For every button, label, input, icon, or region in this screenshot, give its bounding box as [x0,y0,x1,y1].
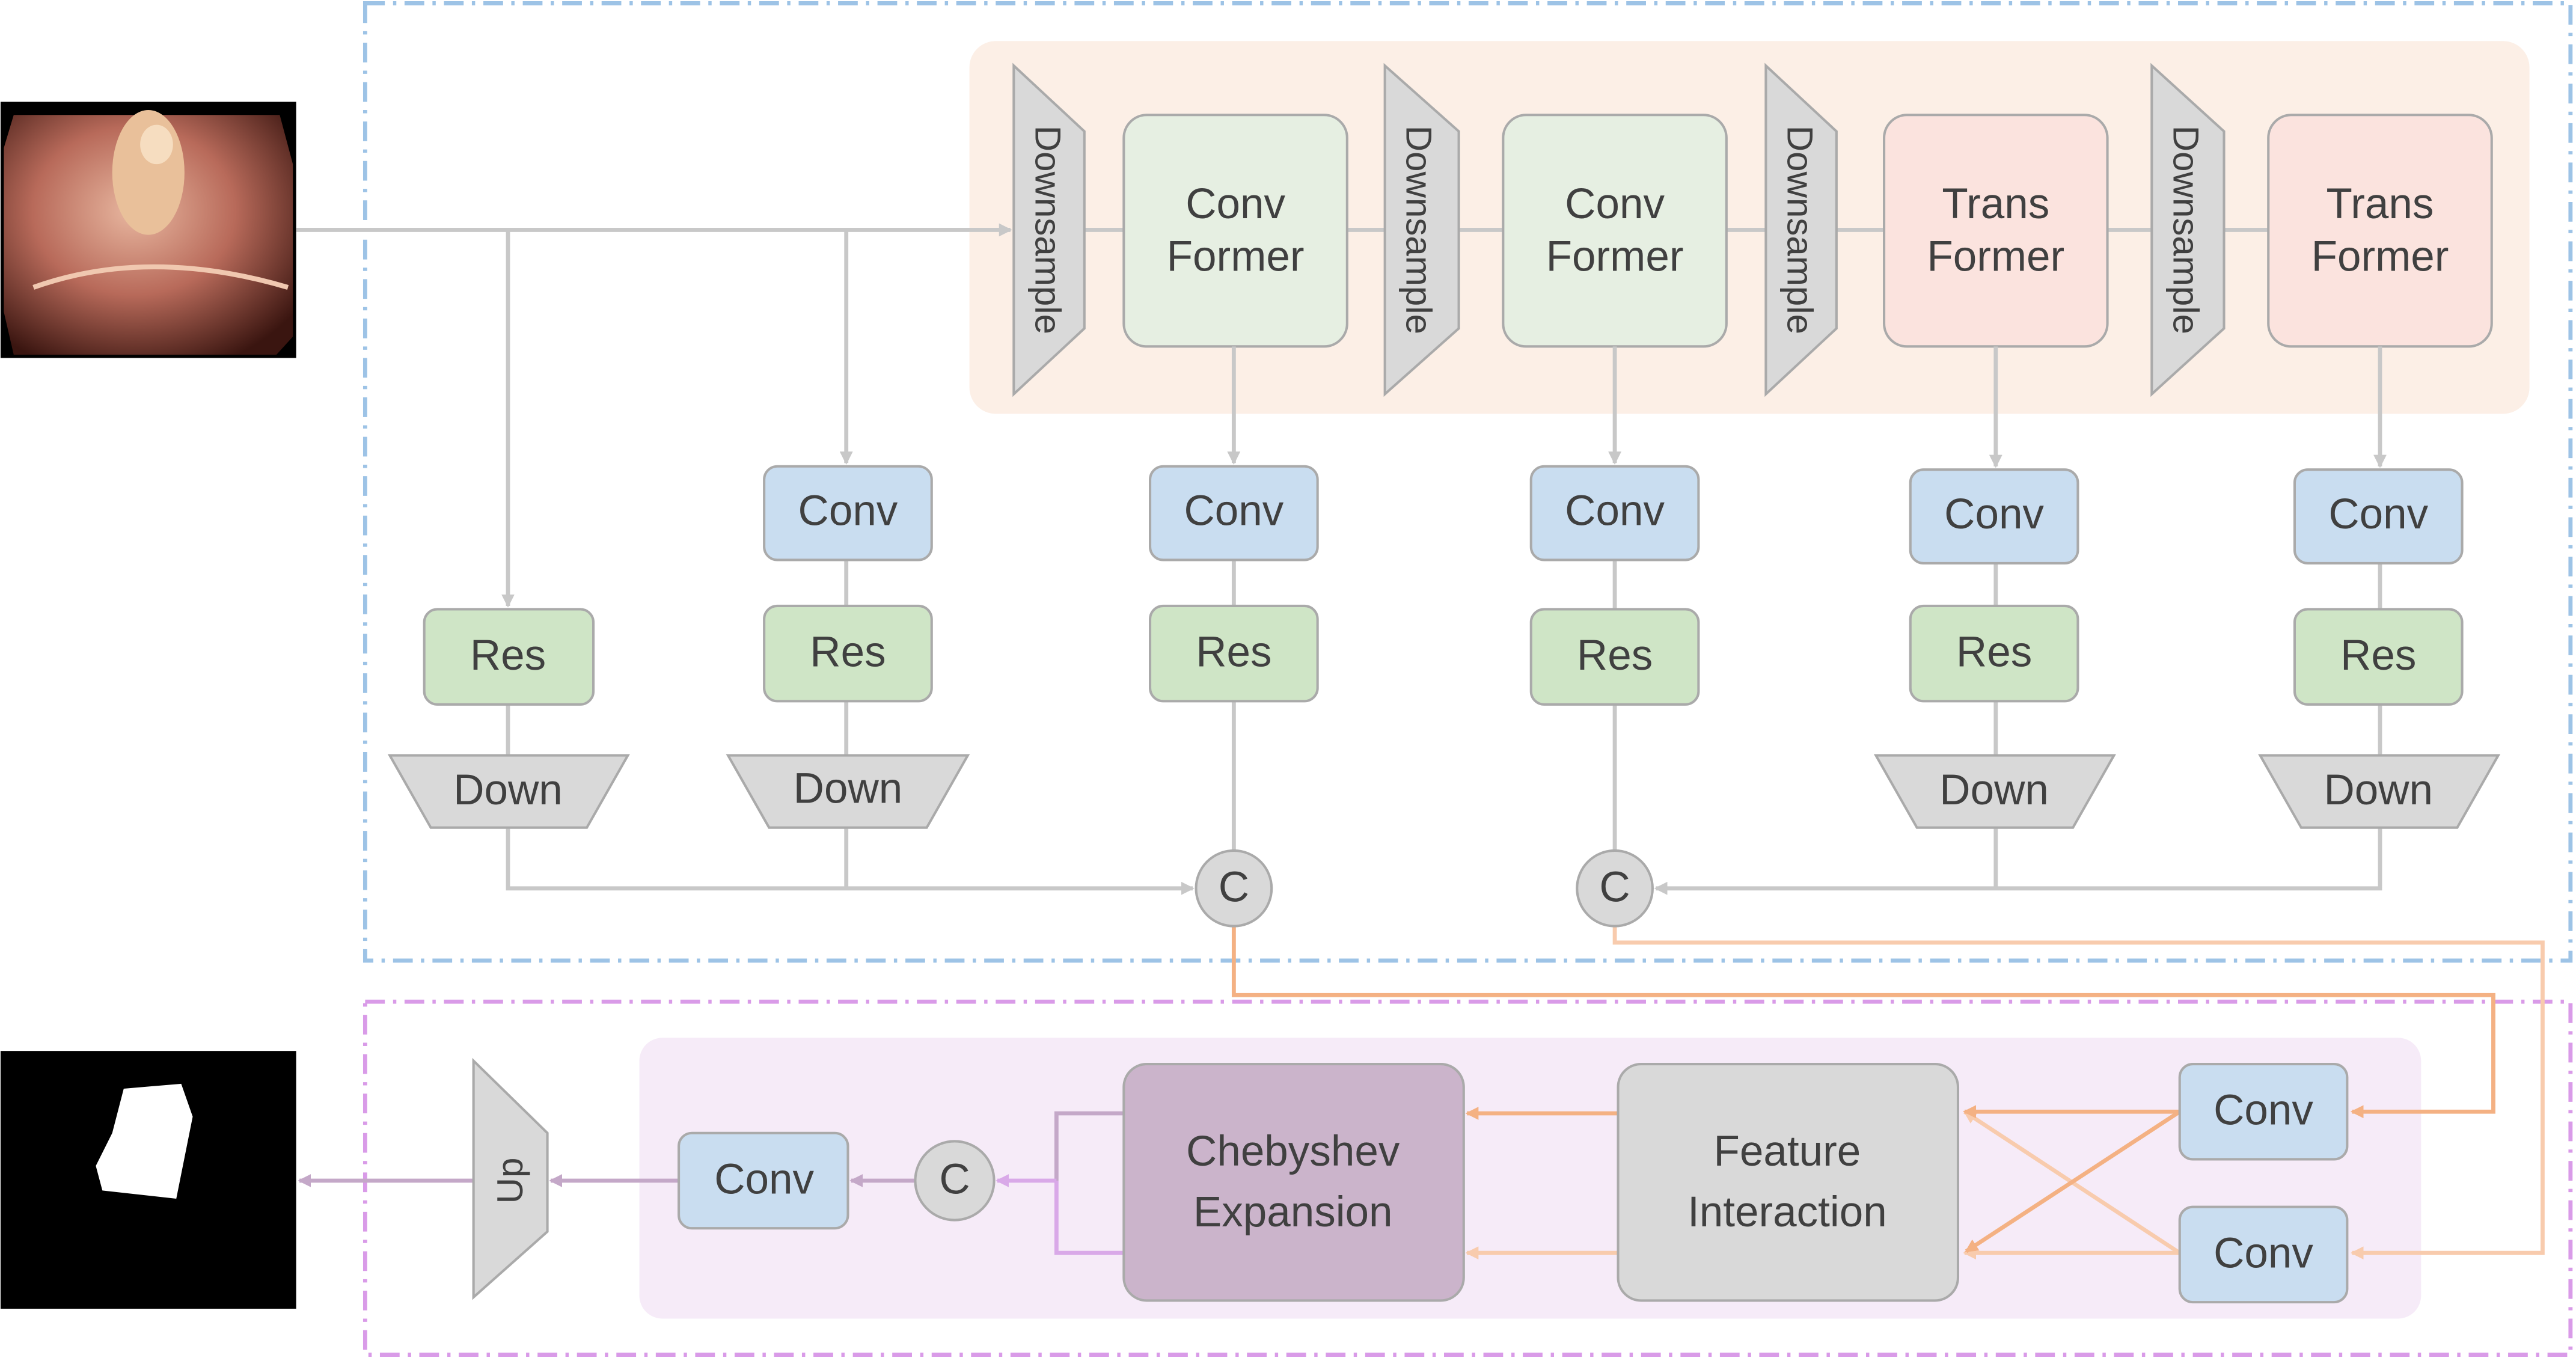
concat-node: C [1576,849,1654,928]
svg-text:Downsample: Downsample [1399,126,1439,334]
svg-text:Res: Res [2340,632,2416,679]
svg-text:Interaction: Interaction [1687,1188,1887,1236]
decoder-conv-block: Conv [2178,1063,2349,1161]
svg-text:Conv: Conv [714,1155,814,1203]
svg-text:Res: Res [470,632,546,679]
decoder-border [363,999,2573,1357]
svg-text:Downsample: Downsample [1779,126,1820,334]
res-block: Res [1909,604,2079,703]
encoder-backbone-panel [969,41,2530,414]
svg-text:Conv: Conv [1184,488,1283,535]
svg-text:Expansion: Expansion [1193,1188,1393,1236]
svg-text:Feature: Feature [1714,1128,1861,1175]
svg-text:Res: Res [1956,629,2032,676]
svg-text:Conv: Conv [2213,1229,2313,1277]
svg-text:Former: Former [1546,233,1684,280]
downsample-block: Downsample [1764,63,1838,397]
svg-text:Down: Down [453,766,563,814]
svg-text:Former: Former [1927,233,2064,280]
decoder-concat-node: C [914,1140,996,1222]
res-block: Res [1149,604,1319,703]
conv-block: Conv [1529,465,1700,561]
svg-text:Up: Up [490,1158,530,1204]
svg-text:Conv: Conv [2213,1087,2313,1134]
res-block: Res [763,604,933,703]
downsample-block: Downsample [1383,63,1460,397]
encoder-border [363,1,2573,963]
conv-block: Conv [763,465,933,561]
svg-text:Conv: Conv [1186,180,1285,228]
conv-block: Conv [1909,468,2079,564]
svg-text:Res: Res [1577,632,1653,679]
up-block: Up [472,1057,549,1300]
res-block: Res [423,608,595,706]
downsample-block: Downsample [1012,63,1086,397]
svg-text:C: C [1599,863,1630,911]
svg-text:Downsample: Downsample [2165,126,2206,334]
decoder-panel [639,1038,2422,1319]
svg-text:Former: Former [2311,233,2449,280]
down-block: Down [1873,754,2116,829]
svg-text:Conv: Conv [798,488,898,535]
svg-text:Conv: Conv [1565,180,1665,228]
svg-text:Trans: Trans [2327,180,2434,228]
decoder-conv-block: Conv [2178,1205,2349,1304]
svg-text:Down: Down [2324,766,2433,814]
svg-text:Res: Res [1196,629,1271,676]
down-block: Down [2258,754,2501,829]
svg-text:Down: Down [794,765,903,812]
svg-text:Former: Former [1167,233,1305,280]
res-block: Res [1529,608,1700,706]
svg-text:Downsample: Downsample [1027,126,1068,334]
conv-block: Conv [1149,465,1319,561]
svg-text:C: C [1219,863,1249,911]
output-mask [0,1051,296,1309]
svg-text:Conv: Conv [1944,491,2044,538]
svg-text:Res: Res [810,629,886,676]
input-image [0,102,296,358]
svg-text:Conv: Conv [2328,491,2428,538]
concat-node: C [1195,849,1273,928]
svg-text:C: C [939,1155,970,1203]
res-block: Res [2293,608,2464,706]
svg-text:Down: Down [1939,766,2049,814]
svg-text:Chebyshev: Chebyshev [1186,1128,1400,1175]
decoder-output-conv-block: Conv [678,1131,849,1230]
downsample-block: Downsample [2150,63,2226,397]
svg-text:Conv: Conv [1565,488,1665,535]
conv-block: Conv [2293,468,2464,564]
down-block: Down [726,754,970,829]
svg-text:Trans: Trans [1942,180,2049,228]
down-block: Down [387,754,630,829]
